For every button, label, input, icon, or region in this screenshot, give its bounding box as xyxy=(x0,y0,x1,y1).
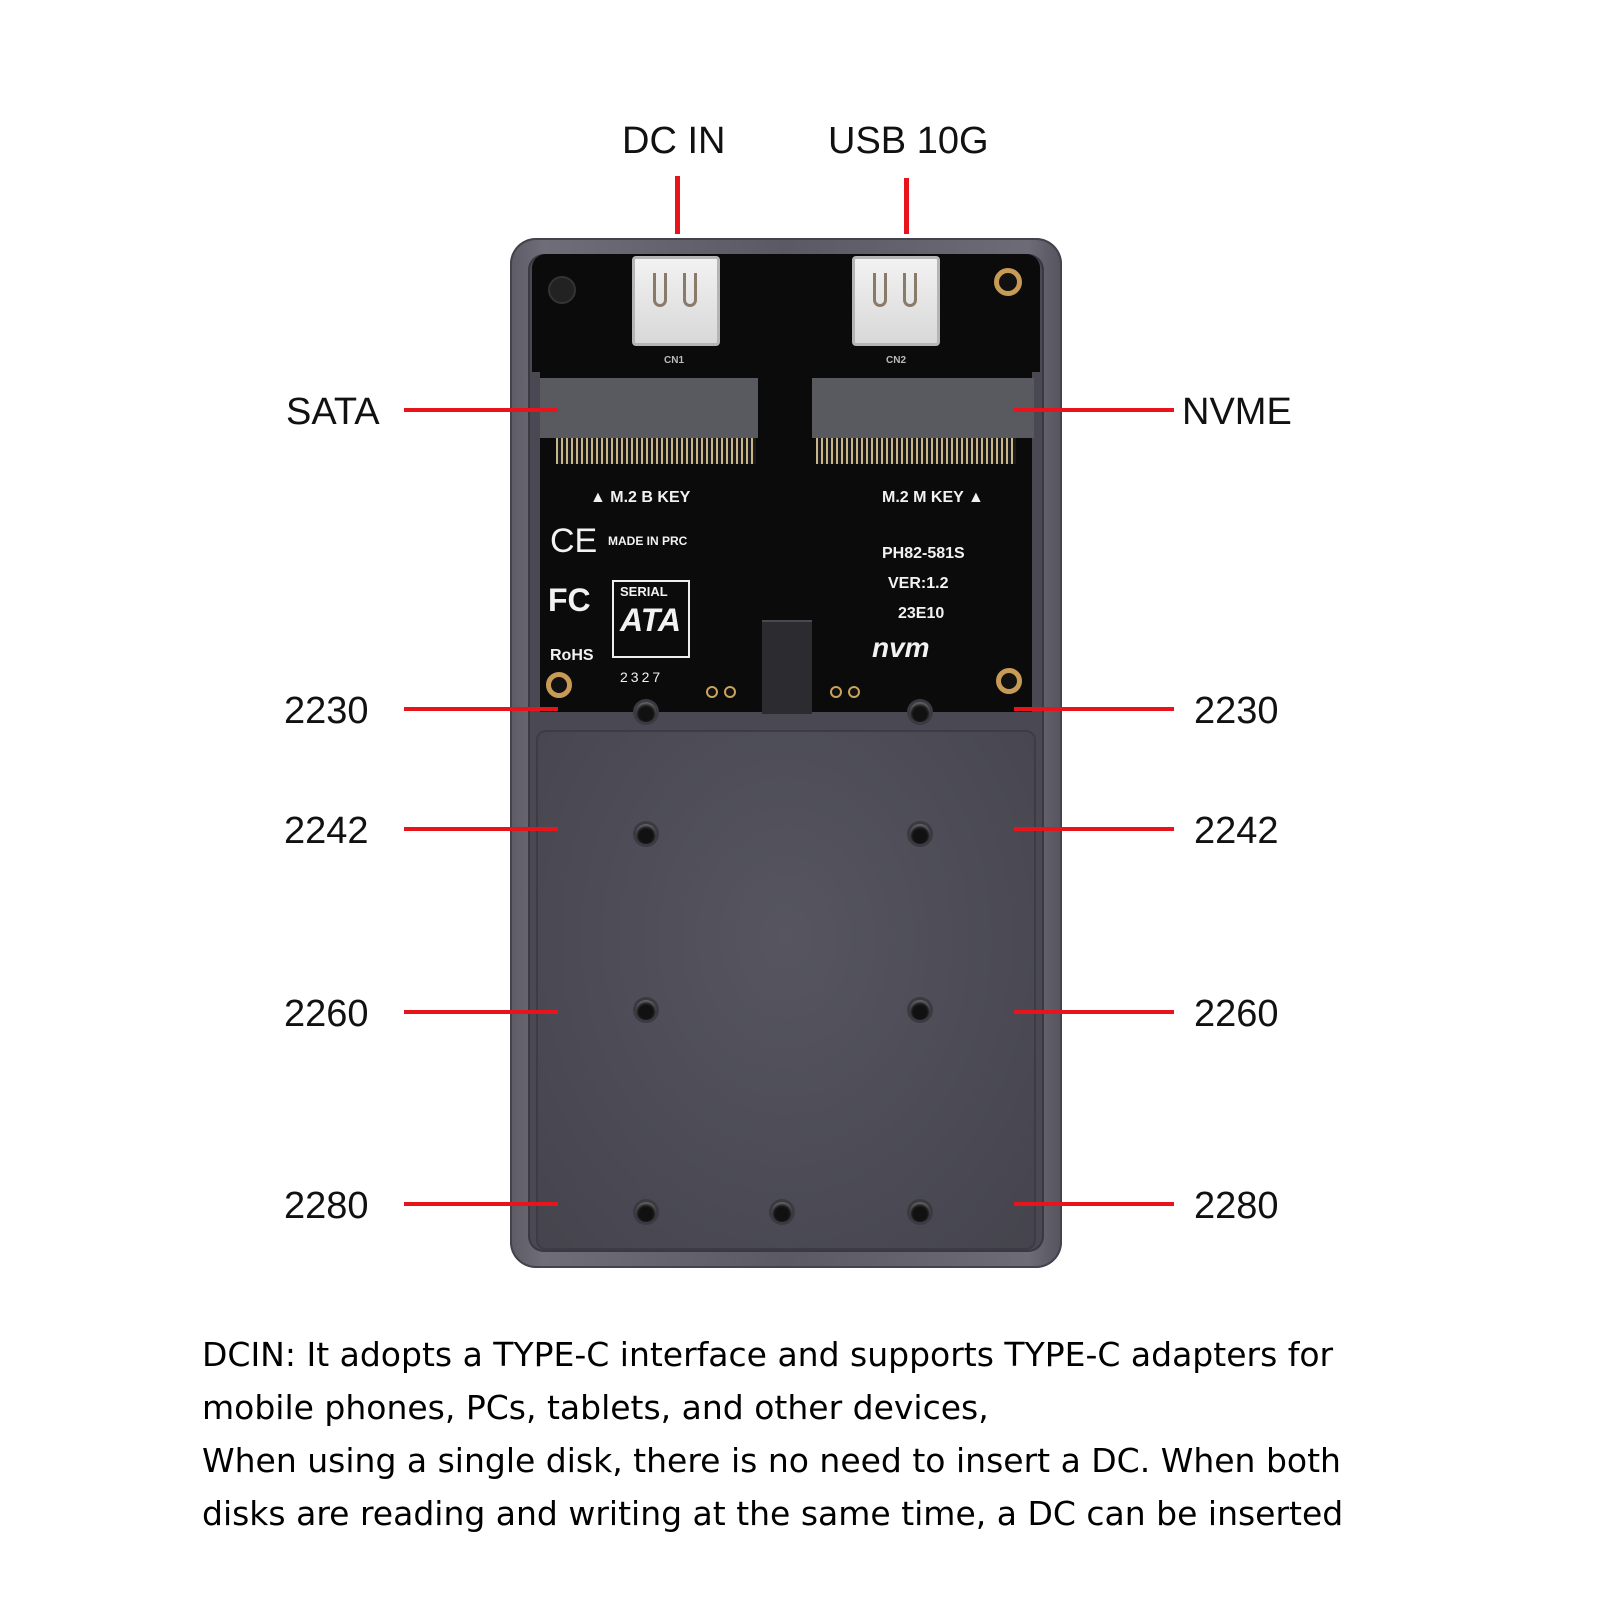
callout-line-left-2280 xyxy=(404,1202,558,1206)
callout-line-usb-10g xyxy=(904,178,909,234)
callout-line-right-2242 xyxy=(1014,827,1174,831)
nvme-logo: nvm xyxy=(872,632,930,663)
pad xyxy=(830,686,842,698)
callout-line-right-2230 xyxy=(1014,707,1174,711)
sata-logo-top: SERIAL xyxy=(620,584,668,599)
standoff-hole-2260-left xyxy=(636,1000,656,1020)
rohs-mark: RoHS xyxy=(550,647,594,664)
callout-left-2242: 2242 xyxy=(284,810,369,852)
callout-dc-in: DC IN xyxy=(622,120,726,162)
callout-right-2260: 2260 xyxy=(1194,993,1279,1035)
standoff-hole-2280-center xyxy=(772,1202,792,1222)
callout-usb-10g: USB 10G xyxy=(828,120,989,162)
sata-slot-pins xyxy=(556,438,756,464)
nvme-m2-slot xyxy=(812,378,1034,438)
callout-sata: SATA xyxy=(286,391,380,433)
usb-10g-port xyxy=(852,256,940,346)
description-line: disks are reading and writing at the sam… xyxy=(202,1494,1344,1533)
pcb-center-gap xyxy=(762,622,812,714)
callout-right-2230: 2230 xyxy=(1194,690,1279,732)
standoff-hole-2260-right xyxy=(910,1000,930,1020)
pad xyxy=(724,686,736,698)
callout-right-2242: 2242 xyxy=(1194,810,1279,852)
callout-line-sata xyxy=(404,408,558,412)
mount-ring-2230-left xyxy=(546,672,572,698)
callout-line-dc-in xyxy=(675,176,680,234)
description-block: DCIN: It adopts a TYPE-C interface and s… xyxy=(202,1328,1462,1540)
callout-line-nvme xyxy=(1014,408,1174,412)
screw-top-left xyxy=(548,276,576,304)
ssd-tray xyxy=(536,730,1036,1250)
version-text: VER:1.2 xyxy=(888,575,949,592)
callout-left-2260: 2260 xyxy=(284,993,369,1035)
callout-right-2280: 2280 xyxy=(1194,1185,1279,1227)
standoff-hole-2242-right xyxy=(910,824,930,844)
description-line: When using a single disk, there is no ne… xyxy=(202,1441,1341,1480)
pad xyxy=(848,686,860,698)
slot-label-m-key: M.2 M KEY ▲ xyxy=(882,489,984,506)
callout-line-left-2260 xyxy=(404,1010,558,1014)
pad xyxy=(706,686,718,698)
screw-top-right xyxy=(994,268,1022,296)
standoff-hole-2230-right xyxy=(910,702,930,722)
port-left-code: CN1 xyxy=(664,355,685,366)
dc-in-port xyxy=(632,256,720,346)
callout-left-2280: 2280 xyxy=(284,1185,369,1227)
callout-line-left-2242 xyxy=(404,827,558,831)
slot-label-b-key: ▲ M.2 B KEY xyxy=(590,489,691,506)
ce-mark: CE xyxy=(550,522,598,560)
made-in-text: MADE IN PRC xyxy=(608,534,688,548)
mount-ring-2230-right xyxy=(996,668,1022,694)
callout-line-right-2280 xyxy=(1014,1202,1174,1206)
model-number: PH82-581S xyxy=(882,545,965,562)
standoff-hole-2242-left xyxy=(636,824,656,844)
sata-logo-mid: ATA xyxy=(620,602,682,638)
callout-line-right-2260 xyxy=(1014,1010,1174,1014)
standoff-hole-2280-left xyxy=(636,1202,656,1222)
lot-code: 2327 xyxy=(620,669,664,685)
sata-logo: SERIAL ATA xyxy=(612,580,690,658)
description-line: DCIN: It adopts a TYPE-C interface and s… xyxy=(202,1335,1334,1374)
standoff-hole-2280-right xyxy=(910,1202,930,1222)
callout-left-2230: 2230 xyxy=(284,690,369,732)
date-code: 23E10 xyxy=(898,605,945,622)
callout-nvme: NVME xyxy=(1182,391,1292,433)
port-right-code: CN2 xyxy=(886,355,907,366)
fcc-mark: FC xyxy=(548,582,591,618)
pcb-board-top xyxy=(532,254,1040,372)
callout-line-left-2230 xyxy=(404,707,558,711)
sata-m2-slot xyxy=(540,378,758,438)
pcb-board-bridge xyxy=(750,370,822,620)
description-line: mobile phones, PCs, tablets, and other d… xyxy=(202,1388,989,1427)
standoff-hole-2230-left xyxy=(636,702,656,722)
nvme-slot-pins xyxy=(816,438,1016,464)
